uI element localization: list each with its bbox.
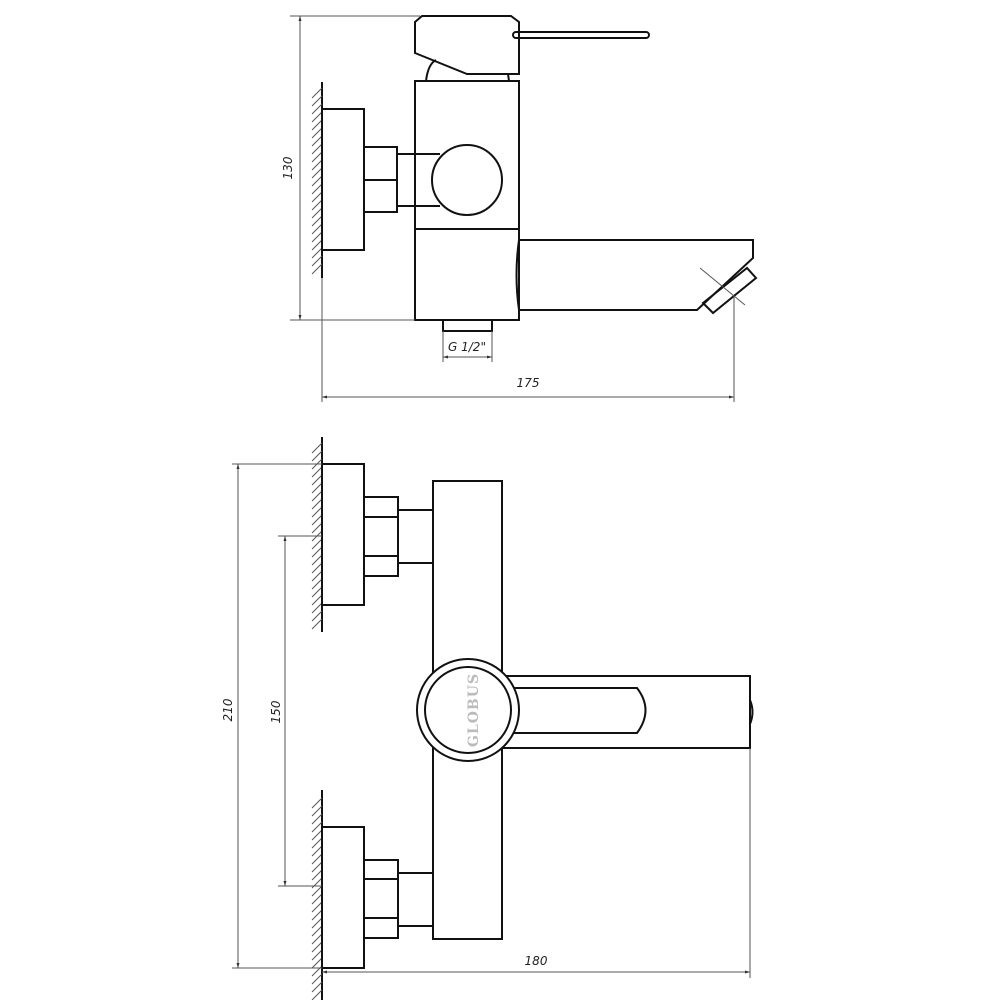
hatch-line (311, 482, 323, 494)
wall-hatch (311, 87, 323, 275)
hatch-line (311, 570, 323, 582)
lower-wall-flange (321, 826, 365, 969)
hatch-line (311, 546, 323, 558)
hatch-line (311, 973, 323, 985)
hatch-line (311, 837, 323, 849)
hatch-line (311, 594, 323, 606)
hatch-line (311, 466, 323, 478)
hatch-line (311, 933, 323, 945)
hatch-line (311, 813, 323, 825)
hatch-line (311, 450, 323, 462)
hatch-line (311, 578, 323, 590)
hatch-line (311, 506, 323, 518)
thread-dim-label: G 1/2" (448, 340, 486, 354)
lever (512, 31, 650, 39)
hatch-line (311, 191, 323, 203)
hatch-line (311, 255, 323, 267)
height-dim-label: 130 (281, 156, 295, 179)
hatch-line (311, 989, 323, 1000)
hatch-line (311, 885, 323, 897)
height-dim-front-label: 210 (221, 698, 235, 721)
handle-cap (424, 666, 512, 754)
hatch-line (311, 586, 323, 598)
lower-nut (363, 859, 399, 939)
hatch-line (311, 522, 323, 534)
hatch-line (311, 845, 323, 857)
hatch-line (311, 498, 323, 510)
hatch-line (311, 239, 323, 251)
hatch-line (311, 95, 323, 107)
side-view: 130 G 1/2" 175 (281, 15, 758, 402)
cartridge-handle (414, 15, 520, 75)
hatch-line (311, 917, 323, 929)
hatch-line (311, 514, 323, 526)
hatch-line (311, 474, 323, 486)
handle-outer-ring[interactable] (416, 658, 520, 762)
hatch-line (311, 853, 323, 865)
hatch-line (311, 797, 323, 809)
hatch-line (311, 151, 323, 163)
hatch-line (311, 949, 323, 961)
hatch-line (311, 135, 323, 147)
hatch-line (311, 981, 323, 993)
hatch-line (311, 183, 323, 195)
hatch-line (311, 263, 323, 275)
hatch-line (311, 119, 323, 131)
hatch-line (311, 610, 323, 622)
spout-top-view (500, 675, 751, 749)
center-distance-label: 150 (269, 700, 283, 723)
spout (515, 239, 754, 311)
hatch-line (311, 861, 323, 873)
front-view: GLOBUS 210 150 180 (221, 437, 754, 1000)
outlet-thread (442, 319, 493, 332)
hatch-line (311, 562, 323, 574)
hatch-line (311, 175, 323, 187)
aerator (701, 266, 758, 315)
length-dim-label: 175 (517, 376, 540, 390)
hatch-line (311, 538, 323, 550)
hatch-line (311, 901, 323, 913)
hatch-line (311, 87, 323, 99)
wall-hatch-upper (311, 442, 323, 630)
hatch-line (311, 143, 323, 155)
hatch-line (311, 829, 323, 841)
hatch-line (311, 103, 323, 115)
length-dim-front-label: 180 (525, 954, 548, 968)
wall-flange (321, 108, 365, 251)
upper-nut (363, 496, 399, 577)
hatch-line (311, 909, 323, 921)
wall-hatch-lower (311, 797, 323, 1000)
hatch-line (311, 223, 323, 235)
hatch-line (311, 925, 323, 937)
spout-slot (508, 687, 647, 734)
hatch-line (311, 231, 323, 243)
hatch-line (311, 618, 323, 630)
hatch-line (311, 821, 323, 833)
hatch-line (311, 554, 323, 566)
hatch-line (311, 490, 323, 502)
hatch-line (311, 127, 323, 139)
hatch-line (311, 893, 323, 905)
hatch-line (311, 957, 323, 969)
diverter-knob (431, 144, 503, 216)
hatch-line (311, 247, 323, 259)
hatch-line (311, 442, 323, 454)
hatch-line (311, 207, 323, 219)
hatch-line (311, 159, 323, 171)
hatch-line (311, 199, 323, 211)
hatch-line (311, 805, 323, 817)
hatch-line (311, 869, 323, 881)
hatch-line (311, 215, 323, 227)
hatch-line (311, 602, 323, 614)
hatch-line (311, 941, 323, 953)
hatch-line (311, 111, 323, 123)
upper-wall-flange (321, 463, 365, 606)
globus-logo: GLOBUS (466, 673, 482, 747)
hatch-line (311, 167, 323, 179)
